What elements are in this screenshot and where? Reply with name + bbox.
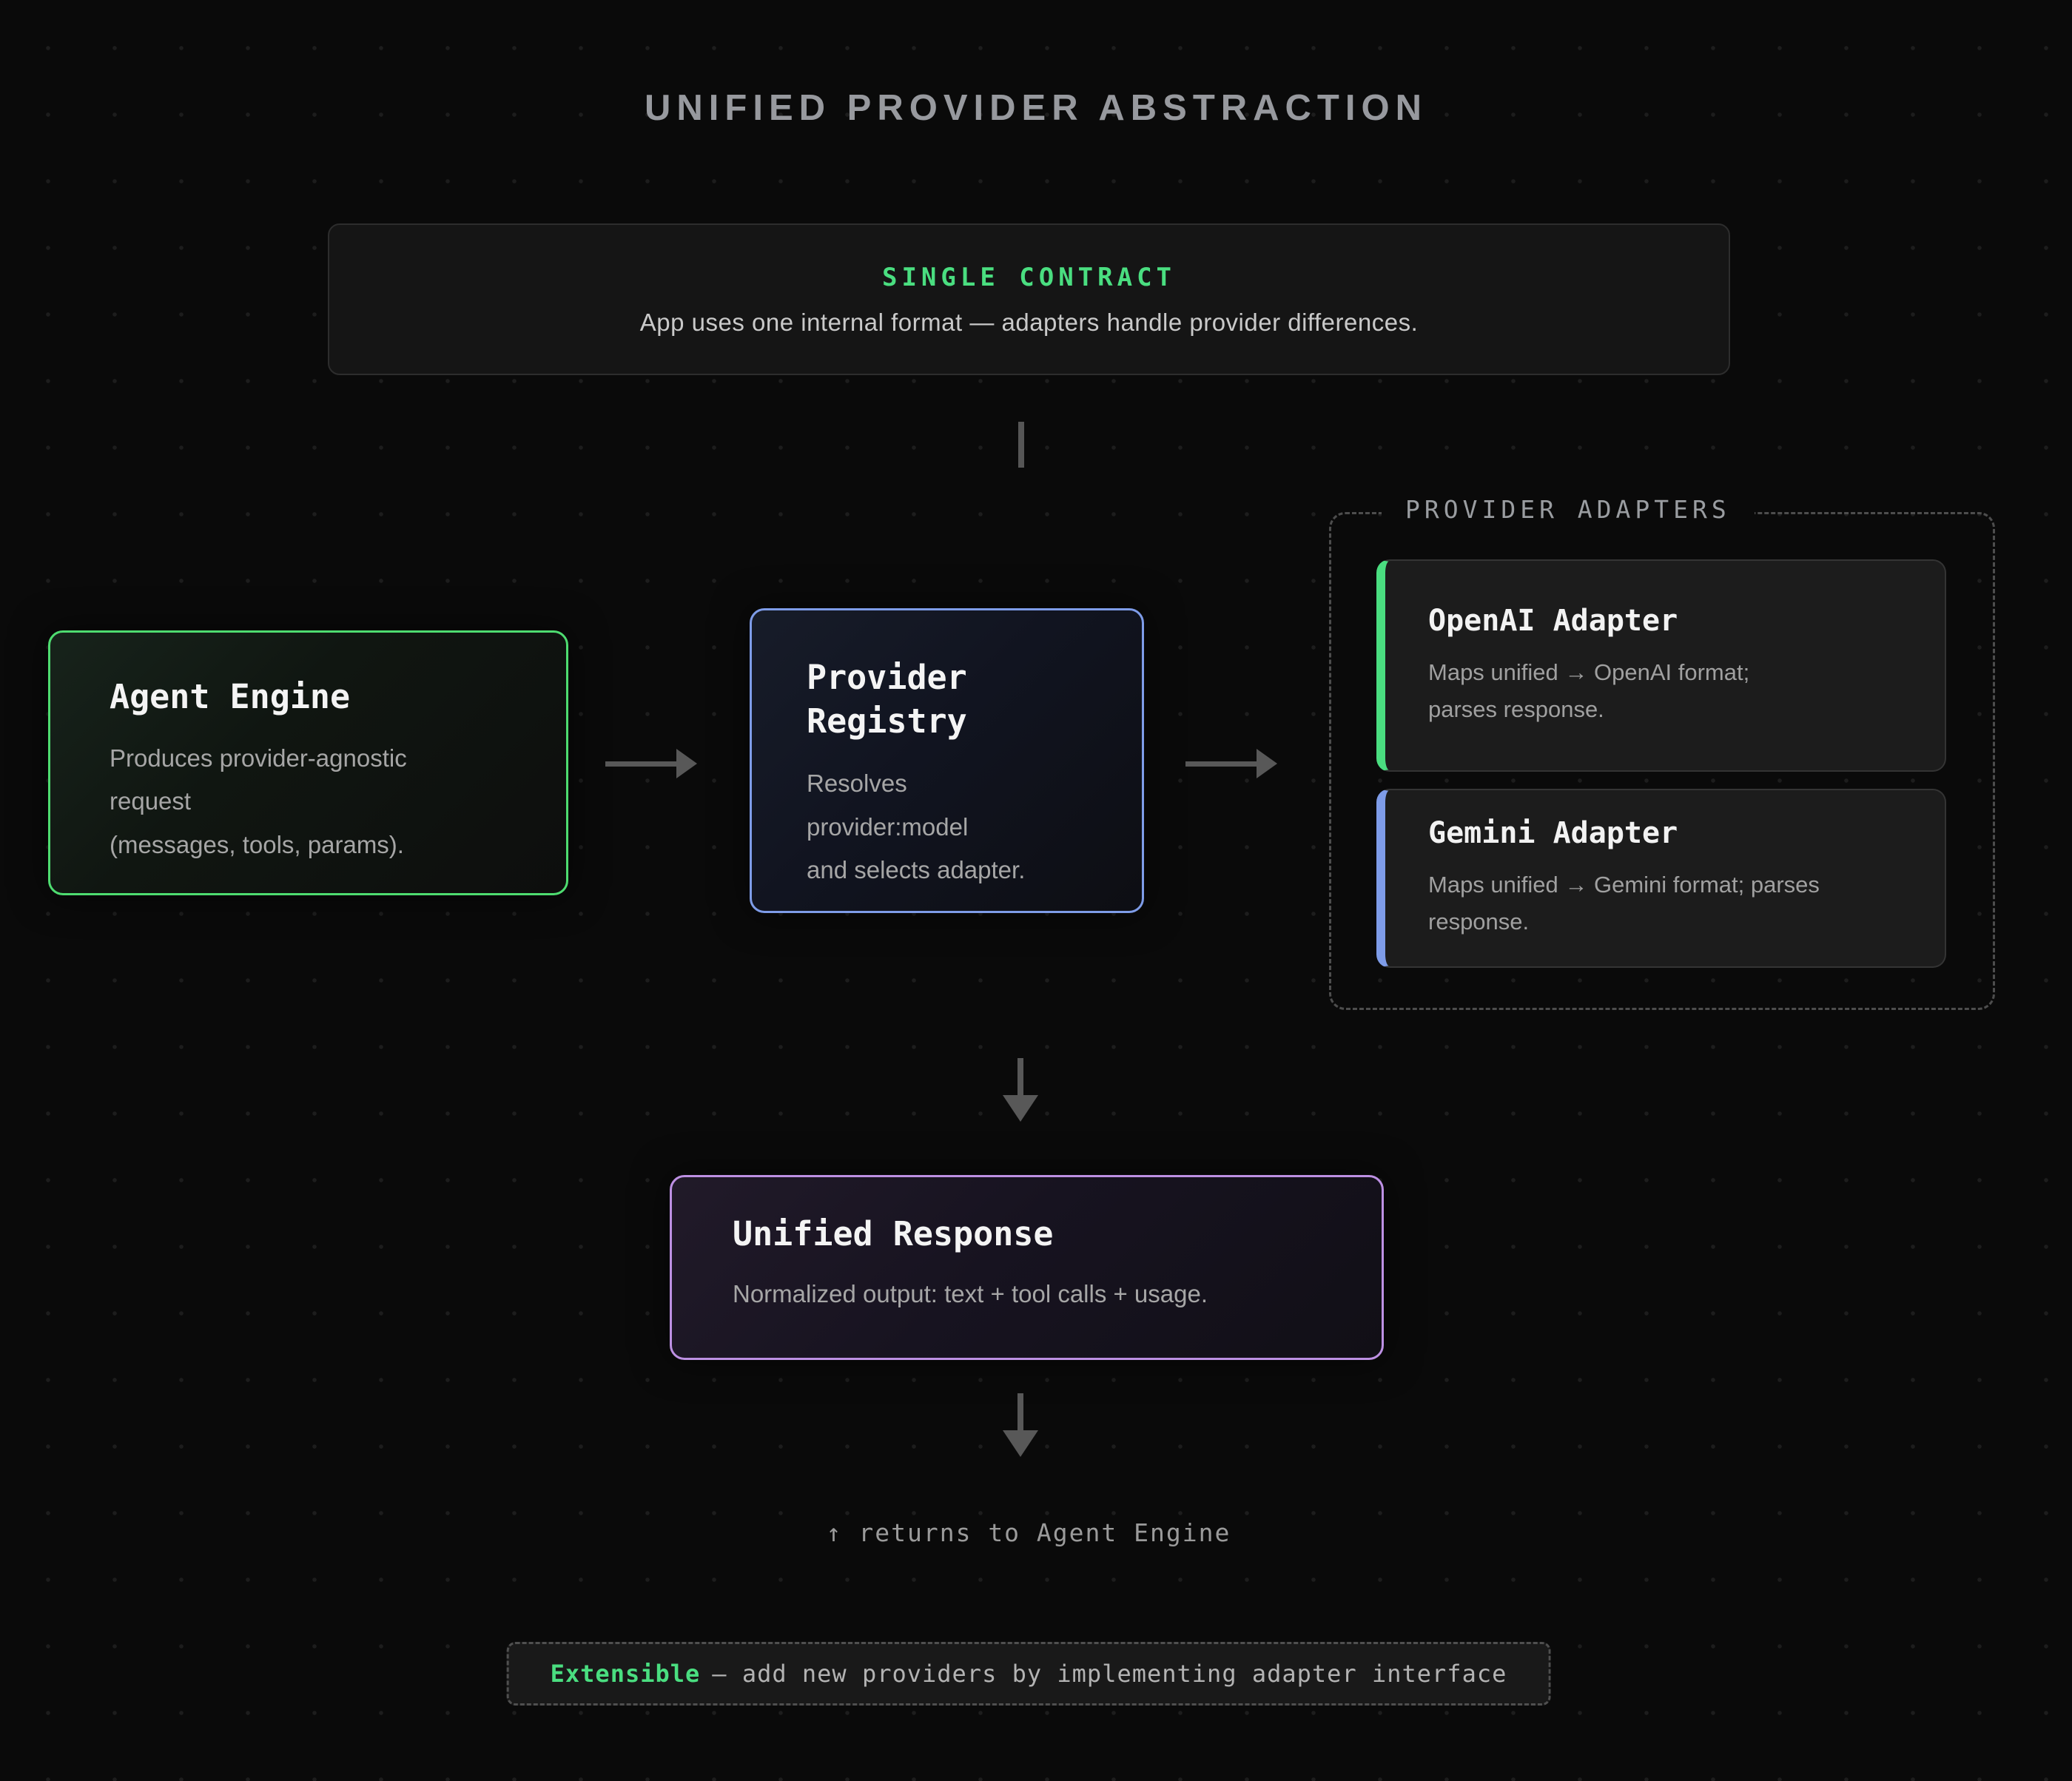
arrow-head	[1257, 749, 1277, 778]
arrow-shaft	[1018, 1058, 1023, 1097]
single-contract-subtitle: App uses one internal format — adapters …	[639, 308, 1419, 336]
gemini-adapter-description: Maps unified → Gemini format; parses res…	[1428, 872, 1820, 935]
agent-engine-node: Agent Engine Produces provider-agnostic …	[48, 630, 568, 895]
single-contract-title: SINGLE CONTRACT	[881, 262, 1177, 292]
gemini-adapter-title: Gemini Adapter	[1428, 816, 1678, 851]
arrow-down-icon	[1003, 1393, 1038, 1457]
arrow-right-icon	[605, 749, 697, 778]
gemini-adapter-card: Gemini Adapter Maps unified → Gemini for…	[1376, 789, 1946, 968]
provider-registry-node: Provider Registry Resolves provider:mode…	[750, 608, 1144, 913]
arrow-shaft	[1018, 1393, 1023, 1432]
arrow-head	[676, 749, 697, 778]
arrow-head	[1003, 1430, 1038, 1457]
extensible-text: — add new providers by implementing adap…	[712, 1660, 1507, 1688]
arrow-head	[1003, 1095, 1038, 1122]
arrow-right-icon	[1185, 749, 1277, 778]
unified-response-title: Unified Response	[733, 1214, 1054, 1253]
single-contract-banner: SINGLE CONTRACT App uses one internal fo…	[328, 223, 1730, 375]
openai-adapter-title: OpenAI Adapter	[1428, 603, 1678, 638]
provider-registry-title: Provider Registry	[807, 658, 967, 741]
provider-adapters-group: PROVIDER ADAPTERS OpenAI Adapter Maps un…	[1329, 495, 1995, 1010]
openai-adapter-card: OpenAI Adapter Maps unified → OpenAI for…	[1376, 559, 1946, 772]
arrow-shaft	[1185, 761, 1257, 767]
connector-line-vertical	[1018, 422, 1024, 468]
arrow-shaft	[605, 761, 676, 767]
agent-engine-description: Produces provider-agnostic request (mess…	[110, 744, 407, 858]
extensible-label: Extensible	[550, 1660, 701, 1688]
unified-response-node: Unified Response Normalized output: text…	[670, 1175, 1384, 1360]
page-title: UNIFIED PROVIDER ABSTRACTION	[645, 88, 1427, 128]
openai-adapter-description: Maps unified → OpenAI format; parses res…	[1428, 659, 1750, 722]
return-note: ↑ returns to Agent Engine	[826, 1518, 1231, 1547]
agent-engine-title: Agent Engine	[110, 677, 351, 716]
extensible-note: Extensible — add new providers by implem…	[506, 1642, 1551, 1706]
provider-adapters-label: PROVIDER ADAPTERS	[1382, 495, 1755, 524]
unified-response-description: Normalized output: text + tool calls + u…	[733, 1279, 1208, 1307]
arrow-down-icon	[1003, 1058, 1038, 1122]
provider-registry-description: Resolves provider:model and selects adap…	[807, 770, 1026, 884]
